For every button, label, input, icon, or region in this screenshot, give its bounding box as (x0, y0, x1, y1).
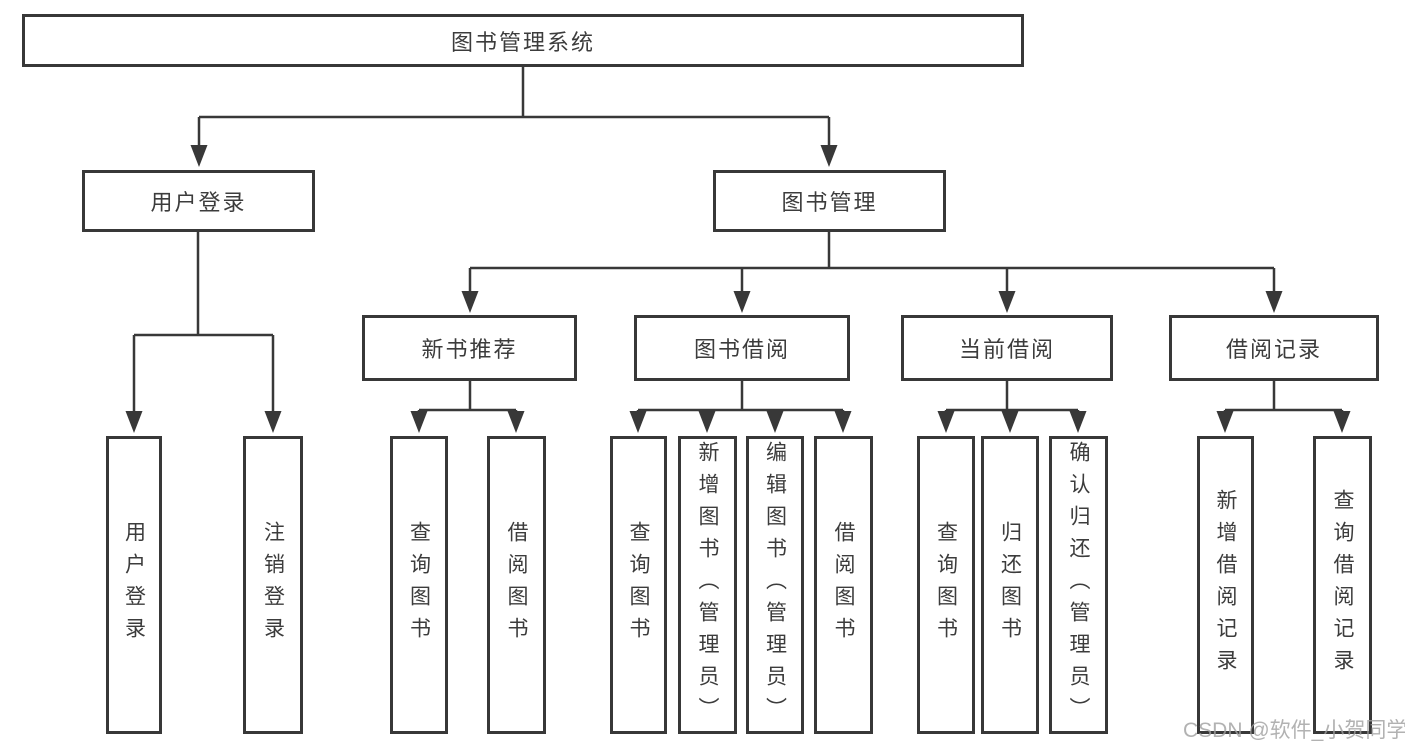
node-label: 图书管理系统 (450, 29, 595, 55)
node-book-borrowing: 图书借阅 (634, 315, 850, 381)
node-label: 新书推荐 (421, 337, 518, 362)
node-label: 用户登录 (150, 190, 247, 215)
node-br-query-record: 查询借阅记录 (1313, 436, 1372, 734)
node-user-login-leaf: 用户登录 (106, 436, 162, 734)
node-logout: 注销登录 (243, 436, 303, 734)
node-cb-confirm-return-admin: 确认归还（管理员） (1049, 436, 1108, 734)
node-rec-borrow-books: 借阅图书 (487, 436, 546, 734)
node-label: 新增图书（管理员） (696, 441, 719, 729)
node-new-book-recommendation: 新书推荐 (362, 315, 577, 381)
node-rec-query-books: 查询图书 (390, 436, 448, 734)
node-bb-edit-books-admin: 编辑图书（管理员） (746, 436, 804, 734)
node-label: 图书借阅 (693, 337, 790, 362)
node-label: 确认归还（管理员） (1067, 441, 1090, 729)
arrowheads (125, 145, 1351, 433)
node-label: 查询图书 (934, 521, 958, 649)
node-borrowing-records: 借阅记录 (1169, 315, 1379, 381)
node-current-borrowing: 当前借阅 (901, 315, 1113, 381)
connector-group (132, 67, 1344, 414)
node-bb-borrow-books: 借阅图书 (814, 436, 873, 734)
node-cb-query-books: 查询图书 (917, 436, 975, 734)
node-bb-query-books: 查询图书 (610, 436, 667, 734)
node-book-management: 图书管理 (713, 170, 946, 232)
node-label: 用户登录 (122, 521, 146, 649)
node-label: 借阅记录 (1225, 337, 1322, 362)
node-cb-return-books: 归还图书 (981, 436, 1039, 734)
node-label: 归还图书 (998, 521, 1022, 649)
node-label: 借阅图书 (505, 521, 528, 649)
node-user-login: 用户登录 (82, 170, 315, 232)
node-label: 编辑图书（管理员） (763, 441, 787, 729)
node-br-add-record: 新增借阅记录 (1197, 436, 1254, 734)
node-label: 查询图书 (407, 521, 431, 649)
node-label: 查询借阅记录 (1331, 489, 1354, 681)
node-label: 新增借阅记录 (1214, 489, 1237, 681)
node-label: 借阅图书 (832, 521, 855, 649)
node-label: 注销登录 (261, 521, 285, 649)
node-label: 当前借阅 (958, 337, 1055, 362)
watermark-text: CSDN @软件_小贺同学 (1183, 719, 1405, 742)
node-label: 图书管理 (781, 190, 878, 215)
node-bb-add-books-admin: 新增图书（管理员） (678, 436, 737, 734)
node-label: 查询图书 (627, 521, 650, 649)
node-library-management-system: 图书管理系统 (22, 14, 1024, 67)
